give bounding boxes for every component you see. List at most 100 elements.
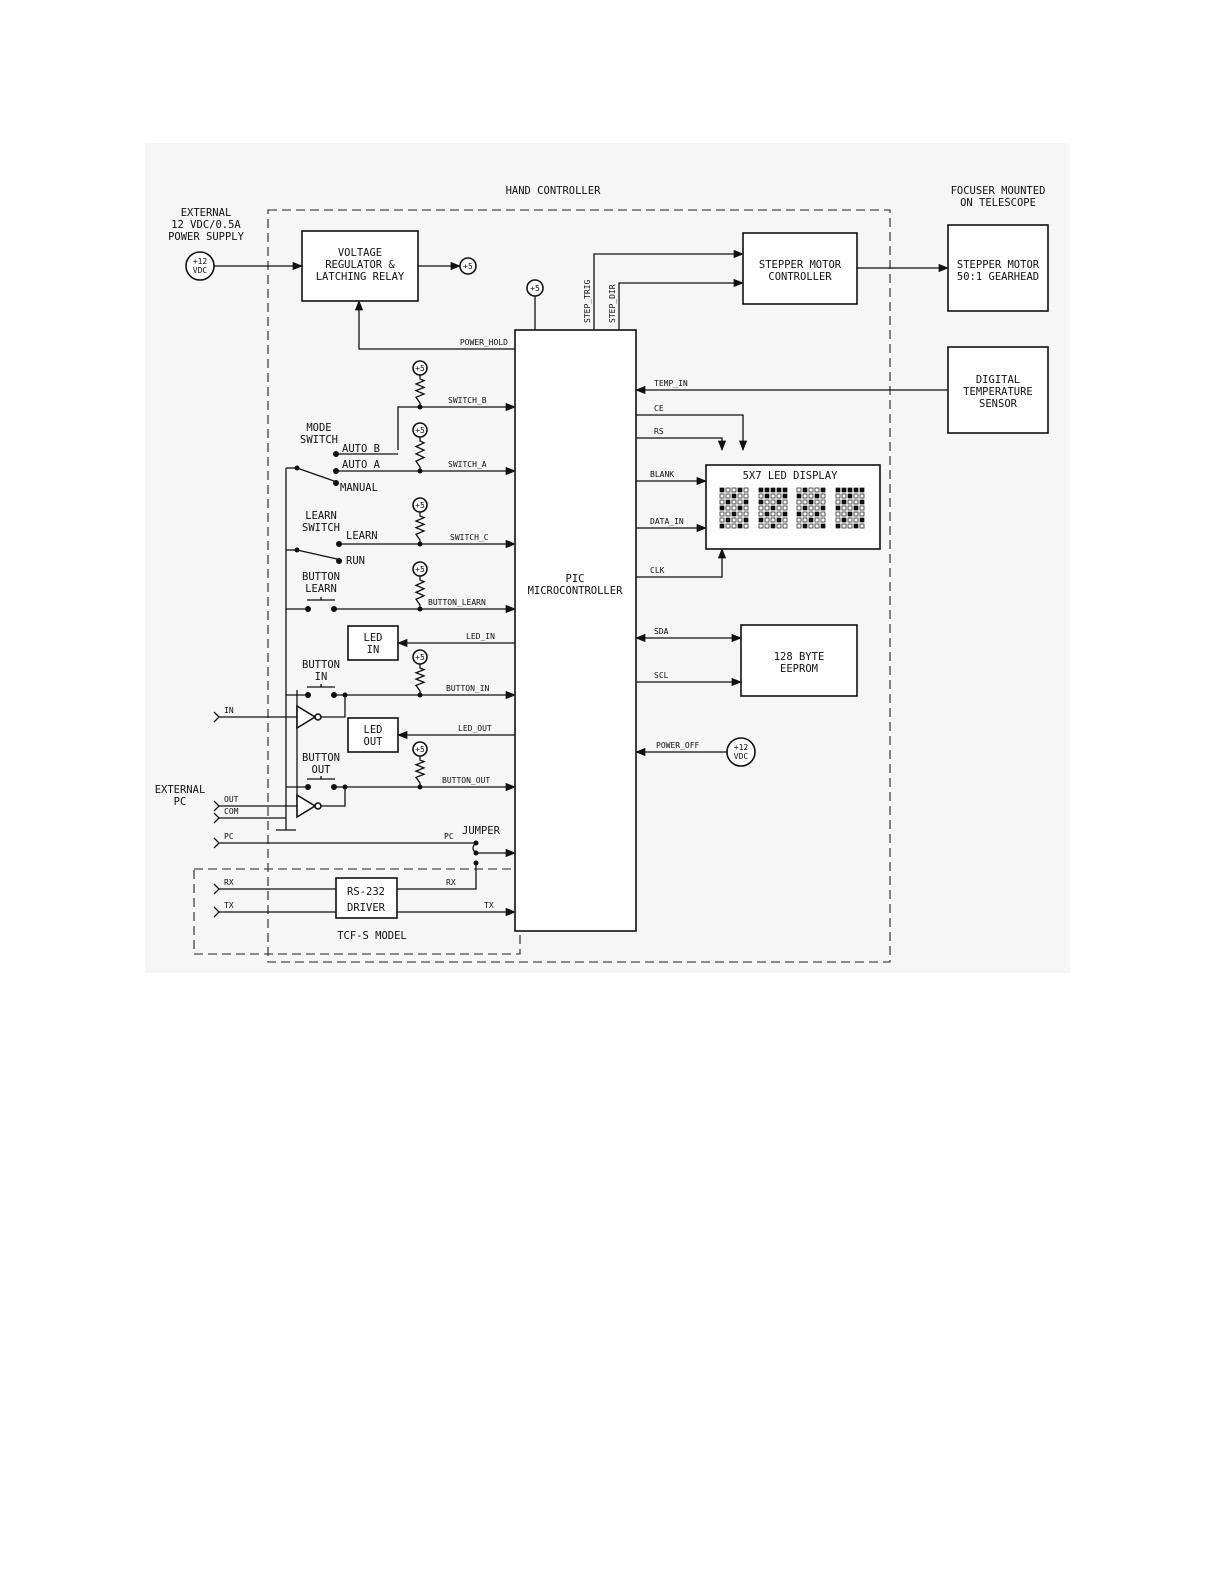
switch-c-label: SWITCH_C bbox=[450, 533, 489, 542]
pullup-switch-a: +5 bbox=[412, 422, 428, 474]
voltage-regulator-line1: VOLTAGE bbox=[338, 247, 382, 259]
pullup-button-in: +5 bbox=[412, 649, 428, 698]
button-learn-signal: BUTTON_LEARN bbox=[428, 598, 486, 607]
power-off-12v-text-1: +12 bbox=[734, 743, 749, 752]
jumper-label: JUMPER bbox=[462, 825, 501, 837]
mode-switch-pivot bbox=[294, 465, 300, 471]
switch-b-label: SWITCH_B bbox=[448, 396, 487, 405]
ext-pc-label: PC bbox=[224, 832, 234, 841]
manual-terminal bbox=[333, 480, 339, 486]
ext-out-label: OUT bbox=[224, 795, 239, 804]
led-out-line1: LED bbox=[364, 724, 383, 736]
stepper-controller-line1: STEPPER MOTOR bbox=[759, 259, 842, 271]
in-inverter-output bbox=[321, 695, 346, 718]
tcf-s-model-label: TCF-S MODEL bbox=[337, 930, 407, 942]
rs-wire bbox=[636, 437, 727, 452]
blank-label: BLANK bbox=[650, 470, 674, 479]
led-display-title: 5X7 LED DISPLAY bbox=[743, 470, 839, 482]
auto-b-label: AUTO B bbox=[342, 443, 380, 455]
temperature-sensor-line2: TEMPERATURE bbox=[963, 386, 1033, 398]
eeprom-block bbox=[740, 624, 858, 697]
button-learn-label-2: LEARN bbox=[305, 583, 337, 595]
power-hold-wire bbox=[354, 299, 515, 350]
temperature-sensor-line1: DIGITAL bbox=[976, 374, 1020, 386]
pullup-button-out: +5 bbox=[412, 741, 428, 790]
stepper-motor-line2: 50:1 GEARHEAD bbox=[957, 271, 1039, 283]
led-out-line2: OUT bbox=[364, 736, 384, 748]
ext-tx-label: TX bbox=[224, 901, 234, 910]
svg-text:+5: +5 bbox=[415, 745, 425, 754]
ext-com-connector bbox=[213, 812, 220, 824]
button-out-signal: BUTTON_OUT bbox=[442, 776, 490, 785]
ext-in-connector bbox=[213, 711, 220, 723]
external-12v-text-2: VDC bbox=[193, 266, 208, 275]
svg-text:+5: +5 bbox=[415, 501, 425, 510]
focuser-title-line1: FOCUSER MOUNTED bbox=[951, 185, 1046, 197]
external-power-label-2: 12 VDC/0.5A bbox=[171, 219, 241, 231]
voltage-regulator-line3: LATCHING RELAY bbox=[316, 271, 405, 283]
auto-a-label: AUTO A bbox=[342, 459, 381, 471]
mode-switch-arm bbox=[296, 467, 335, 482]
ext-pc-connector bbox=[213, 837, 220, 849]
led-in-line1: LED bbox=[364, 632, 383, 644]
led-digit bbox=[758, 487, 788, 529]
led-out-label: LED_OUT bbox=[458, 724, 492, 733]
eeprom-line2: EEPROM bbox=[780, 663, 818, 675]
led-digit bbox=[719, 487, 749, 529]
stepper-motor-line1: STEPPER MOTOR bbox=[957, 259, 1040, 271]
temp-in-label: TEMP_IN bbox=[654, 379, 688, 388]
power-off-12v-text-2: VDC bbox=[734, 752, 749, 761]
rs-label: RS bbox=[654, 427, 664, 436]
scl-label: SCL bbox=[654, 671, 669, 680]
learn-switch-pivot bbox=[294, 547, 300, 553]
mode-switch-label-2: SWITCH bbox=[300, 434, 338, 446]
hand-controller-boundary bbox=[267, 209, 891, 963]
pullup-button-learn: +5 bbox=[412, 561, 428, 612]
svg-text:+5: +5 bbox=[415, 426, 425, 435]
button-learn-label-1: BUTTON bbox=[302, 571, 340, 583]
ce-wire bbox=[636, 414, 748, 452]
auto-a-terminal bbox=[333, 468, 339, 474]
learn-switch-arm bbox=[296, 549, 338, 560]
led-in-line2: IN bbox=[367, 644, 380, 656]
focuser-title-line2: ON TELESCOPE bbox=[960, 197, 1036, 209]
ce-label: CE bbox=[654, 404, 664, 413]
external-pc-label-1: EXTERNAL bbox=[155, 784, 206, 796]
step-dir-label: STEP_DIR bbox=[608, 284, 617, 323]
stepper-controller-line2: CONTROLLER bbox=[768, 271, 832, 283]
temperature-sensor-line3: SENSOR bbox=[979, 398, 1018, 410]
external-12v-text-1: +12 bbox=[193, 257, 208, 266]
pullup-switch-b: +5 bbox=[412, 360, 428, 410]
external-power-label-1: EXTERNAL bbox=[181, 207, 232, 219]
rs232-driver-block bbox=[335, 877, 398, 919]
led-digit bbox=[835, 487, 865, 529]
pic-label-1: PIC bbox=[566, 573, 585, 585]
ext-out-connector bbox=[213, 800, 220, 812]
rx-signal-label: RX bbox=[446, 878, 456, 887]
step-dir-wire bbox=[618, 278, 745, 330]
in-inverter-bubble bbox=[314, 713, 322, 721]
power-off-label: POWER_OFF bbox=[656, 741, 700, 750]
svg-text:+5: +5 bbox=[415, 565, 425, 574]
button-out-label-2: OUT bbox=[312, 764, 332, 776]
ext-rx-connector bbox=[213, 883, 220, 895]
ext-com-label: COM bbox=[224, 807, 239, 816]
button-in-label-2: IN bbox=[315, 671, 328, 683]
led-matrix-grid bbox=[719, 487, 865, 529]
jumper-shunt bbox=[472, 842, 477, 854]
supply-5v-regulator bbox=[459, 257, 477, 275]
stepper-controller-block bbox=[742, 232, 858, 305]
learn-label: LEARN bbox=[346, 530, 378, 542]
svg-text:+5: +5 bbox=[415, 364, 425, 373]
out-inverter-bubble bbox=[314, 802, 322, 810]
supply-5v-regulator-text: +5 bbox=[463, 262, 473, 271]
ext-tx-connector bbox=[213, 906, 220, 918]
supply-5v-pic bbox=[526, 279, 544, 297]
data-in-label: DATA_IN bbox=[650, 517, 684, 526]
pic-microcontroller-block bbox=[514, 329, 637, 932]
run-label: RUN bbox=[346, 555, 365, 567]
rs232-line2: DRIVER bbox=[347, 902, 386, 914]
mode-switch-label-1: MODE bbox=[306, 422, 331, 434]
auto-b-terminal bbox=[333, 451, 339, 457]
learn-switch-label-2: SWITCH bbox=[302, 522, 340, 534]
